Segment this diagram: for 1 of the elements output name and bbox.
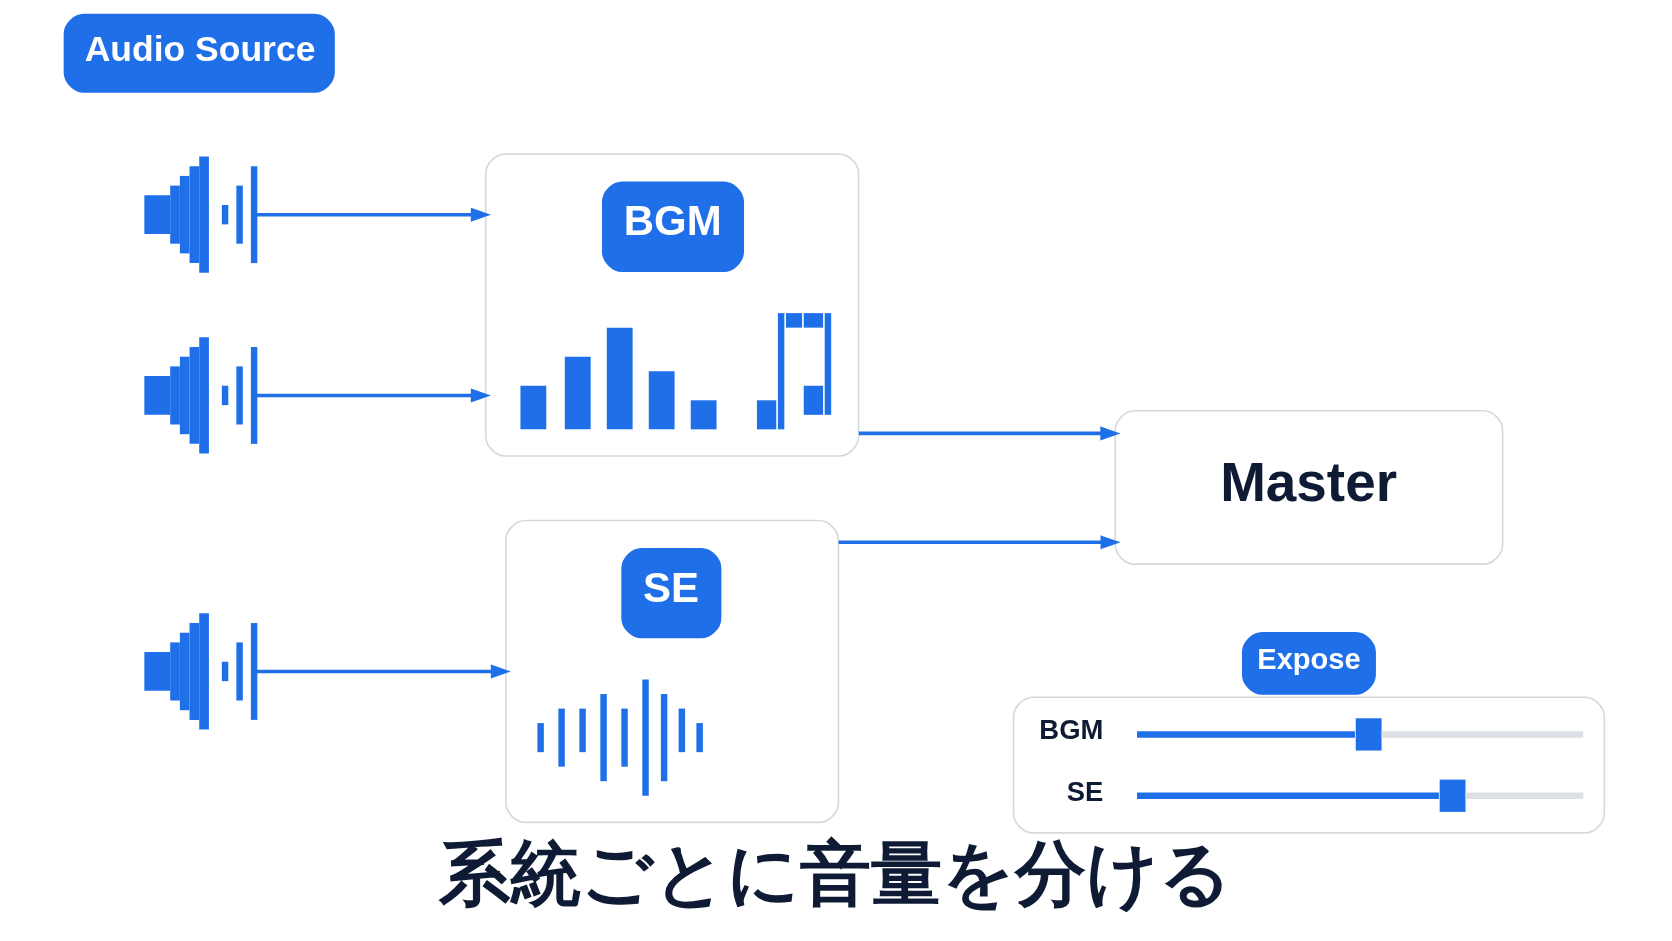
caption: 系統ごとに音量を分ける bbox=[438, 833, 1232, 913]
